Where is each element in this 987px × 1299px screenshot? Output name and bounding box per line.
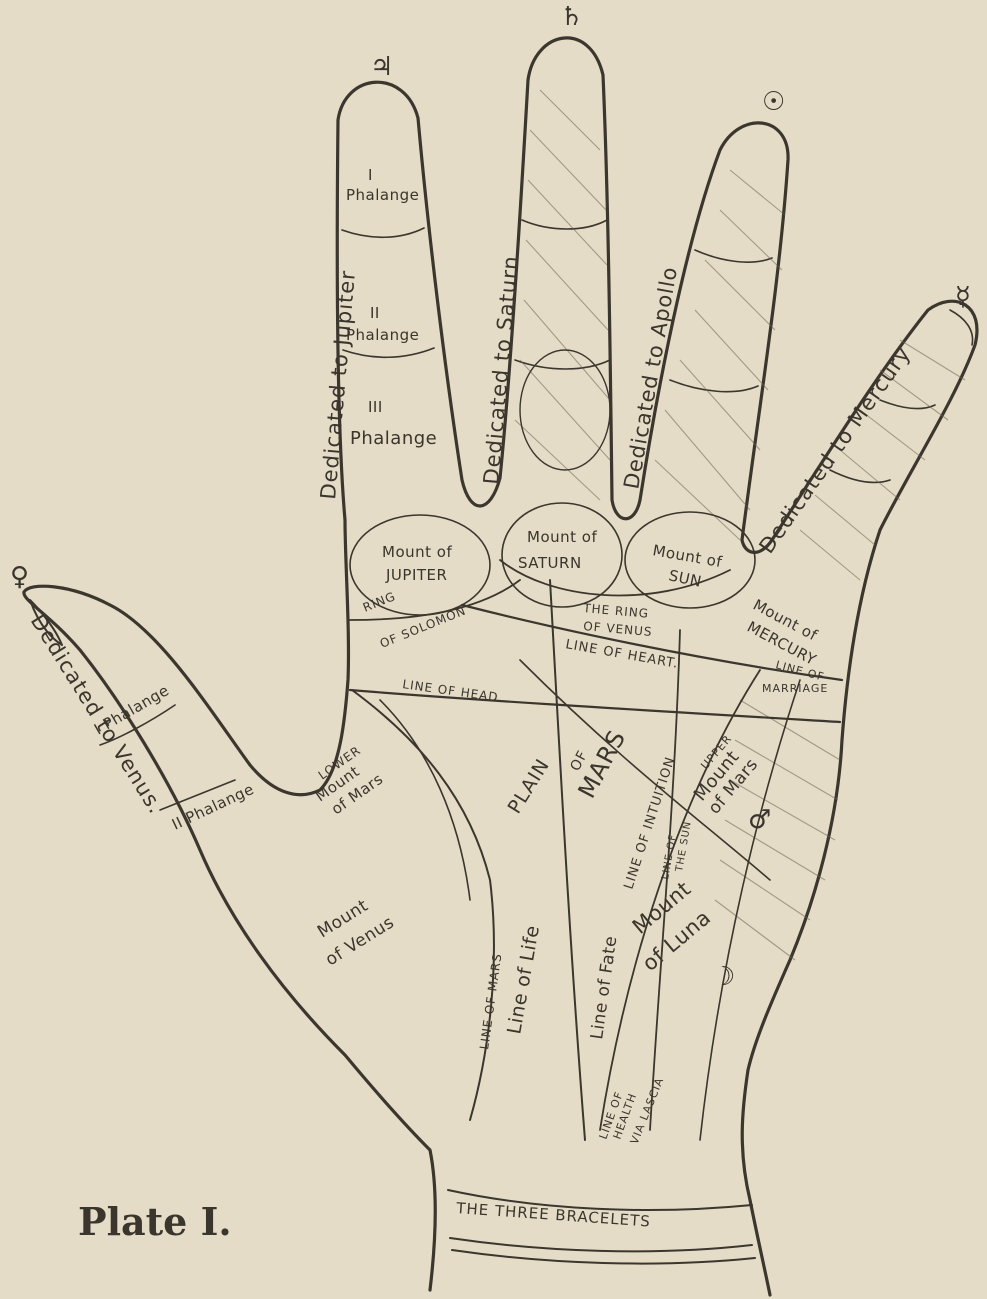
mars-symbol-icon: ♂ [748, 805, 771, 835]
mount-saturn-2: SATURN [518, 554, 582, 572]
venus-symbol-icon: ♀ [10, 562, 29, 592]
phalange-numeral-1: I [368, 166, 373, 184]
jupiter-symbol-icon: ♃ [370, 52, 393, 82]
sun-symbol-icon: ☉ [762, 87, 785, 117]
phalange-label-3: Phalange [350, 428, 437, 449]
plate-title: Plate I. [78, 1199, 232, 1244]
mercury-symbol-icon: ☿ [955, 282, 971, 312]
phalange-numeral-2: II [370, 304, 380, 322]
mount-jupiter-1: Mount of [382, 543, 452, 561]
phalange-label-2: Phalange [346, 326, 419, 344]
moon-symbol-icon: ☽ [712, 962, 735, 992]
phalange-numeral-3: III [368, 398, 383, 416]
phalange-label-1: Phalange [346, 186, 419, 204]
saturn-symbol-icon: ♄ [560, 2, 583, 32]
mount-jupiter-2: JUPITER [385, 566, 447, 584]
mount-saturn-1: Mount of [527, 528, 597, 546]
marriage-2: MARRIAGE [762, 682, 828, 695]
